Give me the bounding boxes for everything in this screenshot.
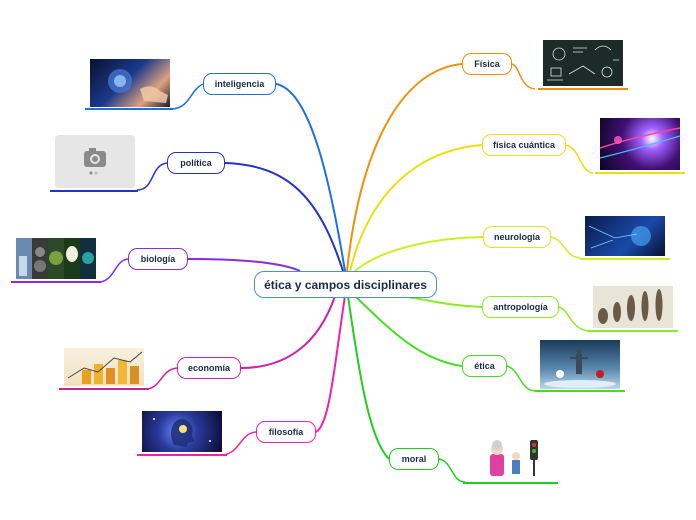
topic-label: antropología xyxy=(493,302,548,312)
topic-label: moral xyxy=(401,454,427,464)
human-evolution-image xyxy=(593,286,673,328)
caption-line xyxy=(11,281,101,283)
caption-line xyxy=(50,190,138,192)
topic-inteligencia[interactable]: inteligencia xyxy=(203,73,276,95)
caption-line xyxy=(595,172,685,174)
central-topic[interactable]: ética y campos disciplinares xyxy=(254,271,437,298)
caption-line xyxy=(538,88,628,90)
topic-politica[interactable]: política xyxy=(167,152,225,174)
topic-neurologia[interactable]: neurología xyxy=(483,226,551,248)
glowing-head-space-image xyxy=(142,411,222,452)
topic-label: economía xyxy=(187,363,230,373)
topic-fisica[interactable]: Física xyxy=(462,53,512,75)
caption-line xyxy=(137,454,227,456)
coin-stacks-chart-image xyxy=(64,348,144,386)
caption-line xyxy=(59,388,149,390)
topic-label: inteligencia xyxy=(214,79,265,89)
topic-label: política xyxy=(180,158,212,168)
figures-choice-image xyxy=(540,340,620,389)
hand-brain-digital-image xyxy=(90,59,170,107)
neural-brain-image xyxy=(585,216,665,256)
topic-label: Física xyxy=(474,59,500,69)
topic-etica[interactable]: ética xyxy=(462,355,507,377)
biology-collage-image xyxy=(16,238,96,279)
topic-label: filosofía xyxy=(268,427,304,437)
caption-line xyxy=(463,482,558,484)
topic-antropologia[interactable]: antropología xyxy=(482,296,559,318)
helping-elder-cartoon-image xyxy=(478,436,558,480)
caption-line xyxy=(580,258,670,260)
caption-line xyxy=(535,390,625,392)
topic-filosofia[interactable]: filosofía xyxy=(256,421,316,443)
topic-fisica-cuantica[interactable]: física cuántica xyxy=(482,134,566,156)
topic-moral[interactable]: moral xyxy=(389,448,439,470)
topic-label: biología xyxy=(140,254,176,264)
topic-biologia[interactable]: biología xyxy=(128,248,188,270)
topic-label: ética xyxy=(474,361,495,371)
topic-label: física cuántica xyxy=(492,140,556,150)
caption-line xyxy=(85,108,173,110)
camera-placeholder-image xyxy=(55,135,135,188)
chalkboard-formulas-image xyxy=(543,40,623,86)
topic-label: neurología xyxy=(493,232,540,242)
topic-economia[interactable]: economía xyxy=(177,357,241,379)
caption-line xyxy=(588,330,678,332)
quantum-light-image xyxy=(600,118,680,170)
